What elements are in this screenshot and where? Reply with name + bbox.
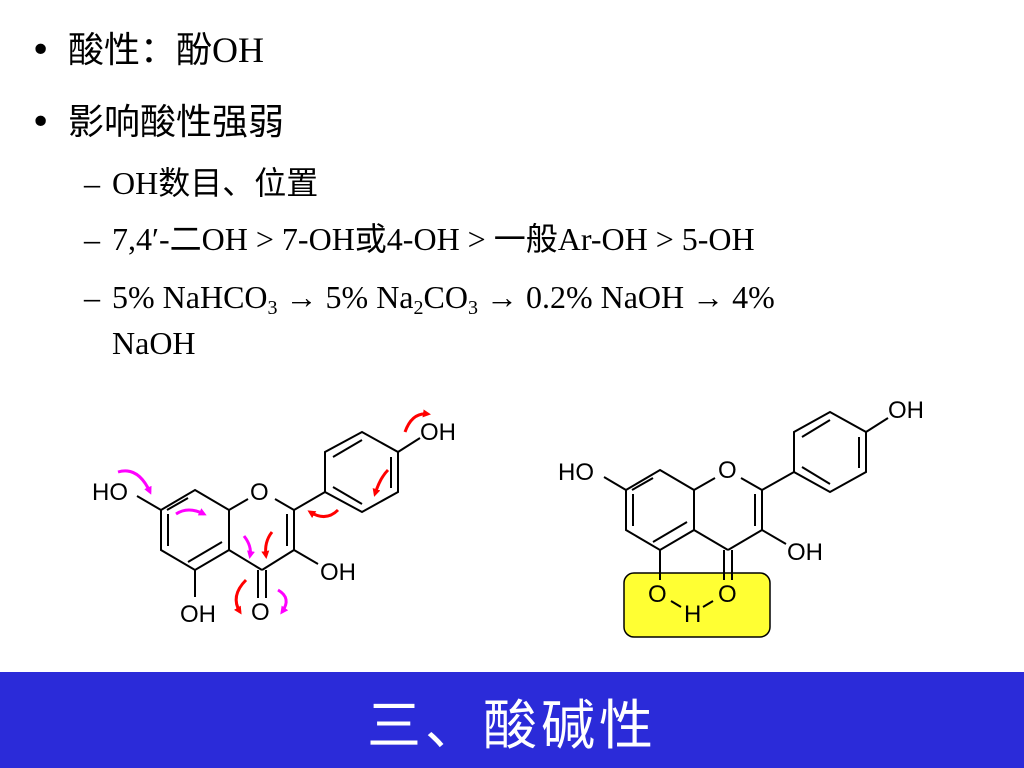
right-o4-label: O <box>718 581 737 608</box>
magenta-arrow <box>117 469 152 495</box>
dash: – <box>84 279 100 315</box>
subitem-acidity-order-text: 7,4′-二OH > 7-OH或4-OH > 一般Ar-OH > 5-OH <box>112 221 755 257</box>
right-flavonoid-structure <box>603 410 889 608</box>
magenta-arrow <box>242 535 255 559</box>
red-arrow <box>233 578 248 615</box>
subitem-base-order: –5% NaHCO3 → 5% Na2CO3 → 0.2% NaOH → 4% <box>84 278 775 319</box>
bullet-acidity: • 酸性：酚OH <box>30 30 264 71</box>
left-ring-o-label: O <box>250 479 269 506</box>
left-carbonyl-o-label: O <box>251 599 270 626</box>
base-order-part: → 0.2% NaOH → 4% <box>477 279 775 315</box>
base-order-part: 5% NaHCO <box>112 279 268 315</box>
base-order-part: → 5% Na <box>277 279 414 315</box>
section-title: 三、酸碱性 <box>367 693 657 757</box>
red-arrow <box>372 468 390 497</box>
bullet-factors: • 影响酸性强弱 <box>30 102 284 143</box>
subitem-acidity-order: –7,4′-二OH > 7-OH或4-OH > 一般Ar-OH > 5-OH <box>84 220 755 258</box>
flavonoid-structures: OH O HO OH OH O <box>92 397 924 638</box>
right-o5-label: O <box>648 581 667 608</box>
right-structure-labels: OH O HO OH O O H <box>558 397 924 628</box>
base-order-part: CO <box>423 279 468 315</box>
red-arrow <box>307 508 340 519</box>
electron-flow-arrows <box>117 409 431 615</box>
hydrogen-bond-highlight <box>623 572 771 638</box>
red-arrow <box>403 409 431 433</box>
title-banner: 三、酸碱性 <box>0 672 1024 768</box>
left-ho-label: HO <box>92 479 128 506</box>
left-flavonoid-structure <box>136 430 421 598</box>
left-oh3-label: OH <box>320 559 356 586</box>
bullet-dot: • <box>30 102 52 143</box>
bullet-factors-text: 影响酸性强弱 <box>68 102 285 142</box>
magenta-arrow <box>277 588 289 615</box>
dash: – <box>84 165 100 201</box>
subscript: 2 <box>413 297 424 319</box>
subitem-oh-count-text: OH数目、位置 <box>112 165 319 201</box>
right-h-label: H <box>684 601 701 628</box>
subscript: 3 <box>467 297 478 319</box>
subitem-base-order-continuation: NaOH <box>112 325 196 361</box>
right-oh3-label: OH <box>787 539 823 566</box>
left-structure-labels: OH O HO OH OH O <box>92 419 456 628</box>
bullet-acidity-text: 酸性：酚OH <box>68 30 264 70</box>
right-oh-top-label: OH <box>888 397 924 424</box>
right-ring-o-label: O <box>718 457 737 484</box>
left-oh5-label: OH <box>180 601 216 628</box>
bullet-dot: • <box>30 30 52 71</box>
red-arrow <box>261 531 274 559</box>
subitem-oh-count: –OH数目、位置 <box>84 164 318 202</box>
dash: – <box>84 221 100 257</box>
right-ho-label: HO <box>558 459 594 486</box>
magenta-arrow <box>175 508 207 516</box>
left-oh-top-label: OH <box>420 419 456 446</box>
subscript: 3 <box>267 297 278 319</box>
